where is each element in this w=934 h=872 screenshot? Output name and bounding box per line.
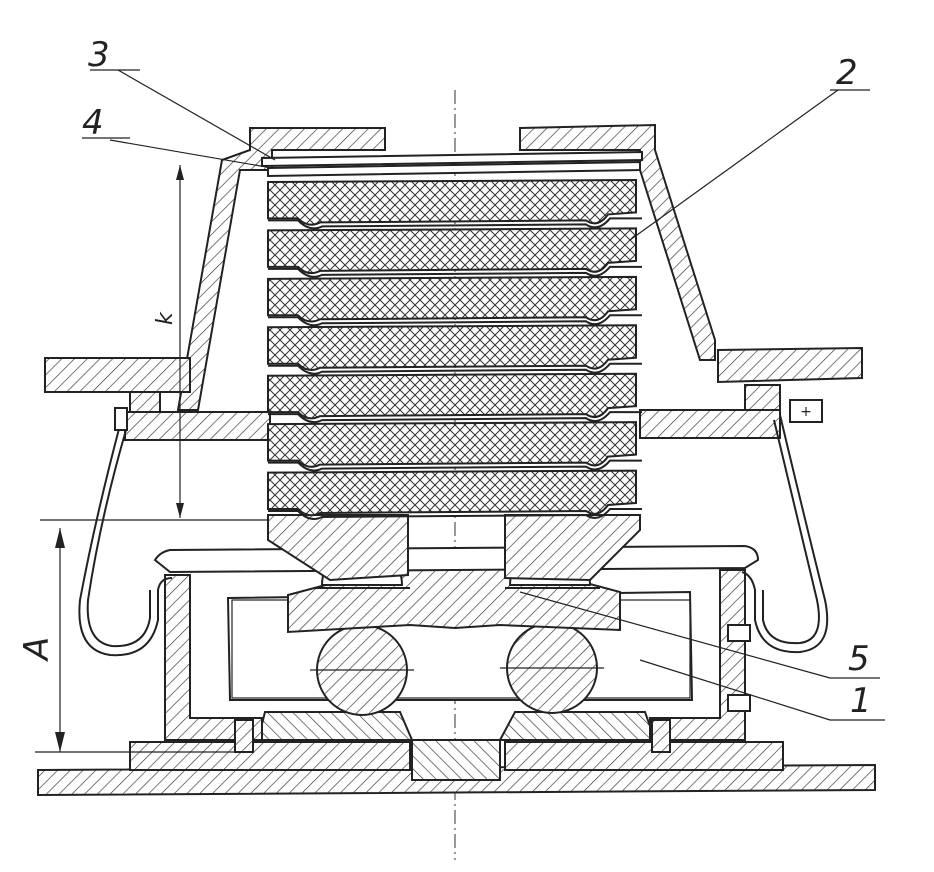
steel-shim	[268, 459, 642, 472]
svg-text:5: 5	[848, 639, 870, 679]
steel-shim	[268, 265, 642, 278]
spreader-plate	[153, 544, 760, 574]
anchor-bolt-right[interactable]	[651, 719, 671, 753]
flexible-boot-right	[741, 414, 829, 654]
dim-a-label: A	[17, 637, 57, 662]
dim-k-label: k	[153, 311, 178, 325]
conical-housing	[176, 123, 716, 411]
callout-2: 2	[629, 53, 870, 241]
svg-text:3: 3	[88, 35, 110, 75]
dimension-k: k	[40, 165, 268, 521]
steel-shim	[268, 314, 642, 327]
svg-text:+: +	[800, 404, 812, 420]
svg-text:1: 1	[850, 681, 872, 721]
steel-shim	[268, 217, 642, 230]
svg-text:2: 2	[836, 53, 858, 93]
anchor-bolt-left[interactable]	[234, 719, 254, 753]
top-plates	[261, 150, 643, 178]
bolt-top-right[interactable]: +	[789, 399, 823, 423]
support-lug-left	[267, 514, 409, 582]
flexible-boot-left	[78, 424, 173, 657]
steel-shim	[268, 508, 642, 520]
lower-support-block	[256, 711, 657, 781]
support-lug-right	[504, 514, 641, 582]
bolt-top-left[interactable]	[114, 407, 128, 431]
bolt-side-right-1[interactable]	[727, 624, 751, 642]
callout-4: 4	[82, 103, 273, 169]
elastomer-layer	[267, 372, 637, 420]
elastomer-layer	[267, 275, 637, 323]
callout-1: 1	[639, 659, 885, 721]
roller-left	[310, 624, 414, 716]
callout-5: 5	[519, 591, 880, 679]
elastomer-layer	[267, 324, 637, 371]
svg-text:4: 4	[82, 103, 104, 143]
callout-3: 3	[88, 35, 276, 161]
elastomer-layer	[267, 421, 637, 468]
steel-shim	[268, 362, 642, 375]
bolt-side-right-2[interactable]	[727, 694, 751, 712]
elastomer-stack	[267, 178, 642, 520]
side-flanges	[44, 346, 863, 441]
elastomer-layer	[267, 178, 637, 226]
roller-right	[500, 622, 604, 714]
steel-shim	[268, 411, 642, 424]
dimension-a: A	[17, 528, 235, 753]
elastomer-layer	[267, 469, 637, 517]
elastomer-layer	[267, 227, 637, 275]
